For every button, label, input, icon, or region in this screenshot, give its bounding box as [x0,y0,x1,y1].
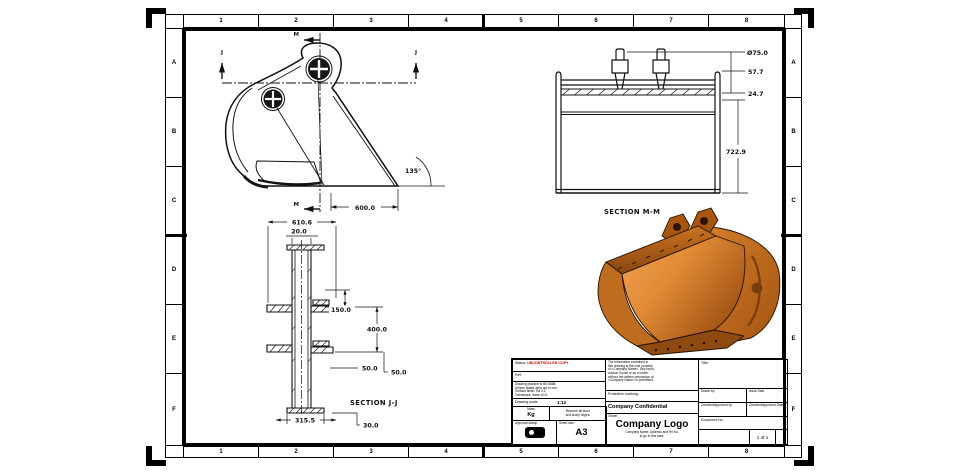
trim-mark-bottom-right [794,446,814,466]
status-value: UNCONTROLLED COPY [527,361,569,365]
sheet-size-cell: Sheet size A3 [556,420,607,445]
dim-400: 400.0 [367,327,388,334]
centring-mark-top [482,14,485,28]
issue-date-cell: Issue Date [746,388,788,403]
section-mm-dims [627,51,748,194]
centring-mark-left [165,234,187,237]
lip-teeth [654,339,718,352]
checked-date-cell: Checked/approved Date [746,402,788,417]
notes-cell: Drawing practice to BS 8888. Unless stat… [512,381,606,399]
blank-cell [698,429,750,445]
dim-150: 150.0 [331,307,352,314]
rev-cell [775,429,788,445]
cad-logo-icon [524,426,545,438]
centring-mark-right [781,234,802,237]
bucket-lip [636,329,745,356]
dim-50a: 50.0 [362,366,378,373]
stamp-cell: Approval stamp [512,420,557,445]
rim-bolts [617,233,705,270]
zone-cell: 8 [708,446,785,458]
zone-cell: F [165,373,183,446]
dim-dia75: Ø75.0 [747,49,769,57]
mount-lug-1 [611,48,629,90]
mass-value: Kg [527,411,535,418]
dim-135: 135° [405,167,421,175]
dim-20: 20.0 [291,229,307,236]
section-mm-label: SECTION M-M [604,208,660,216]
dim-30: 30.0 [363,423,379,430]
section-mm-view: Ø75.0 57.7 24.7 722.9 SECTION M-M [555,48,769,216]
dim-57: 57.7 [748,69,764,76]
title-block: Status: UNCONTROLLED COPY Ref: Drawing p… [511,358,788,446]
checked-by-cell: Checked/approved by [698,402,747,417]
title-cell: Title: [698,359,788,389]
zone-cell: 2 [258,446,334,458]
bucket-3d-render [597,207,781,356]
mount-lug-2 [652,48,670,90]
centring-mark-bottom [482,446,485,458]
section-jj-view: 610.6 20.0 150.0 400.0 50.0 50.0 315.5 3… [266,217,407,430]
section-letter-m-bottom: M [294,202,299,208]
trim-mark-top-right [794,8,814,28]
company-logo-text: Company Logo [615,418,689,430]
dim-600: 600.0 [355,205,376,212]
trim-mark-top-left [146,8,166,28]
pin-boss-lower [261,87,285,111]
hatch-strip [562,89,714,95]
scale-value: 1:12 [557,400,567,405]
copyright-cell: The information contained in this drawin… [605,359,699,391]
drawn-by-cell: Drawn by [698,388,747,403]
dim-610: 610.6 [292,220,313,227]
section-jj-label: SECTION J-J [350,399,398,407]
side-view: J J M M [218,32,445,213]
pin-boss-upper [305,55,333,83]
zone-cell: 2 [258,14,334,28]
dim-24: 24.7 [748,91,764,98]
mass-cell: Mass Kg [512,406,550,421]
bucket-left-wall [597,261,661,347]
zone-cell: 8 [708,14,785,28]
section-letter-j-right: J [414,50,417,56]
dim-50b: 50.0 [391,370,407,377]
section-letter-m-top: M [294,32,299,38]
dim-722: 722.9 [726,149,746,156]
zone-cell: 7 [633,446,709,458]
web-hatch [291,267,312,393]
document-no-cell: Document No. [698,416,788,430]
status-label: Status: [515,361,527,365]
zone-cell: 1 [183,446,259,458]
zone-cell: A [785,28,802,98]
zone-cell: F [785,373,802,446]
sheet-count-cell: 1 of 1 [749,429,776,445]
section-letter-j-left: J [220,50,223,56]
sheet-count: 1 of 1 [756,435,769,440]
zone-cell: 3 [333,14,409,28]
company-logo-cell: Owner: Company Logo Company Name, Addres… [605,413,699,445]
sheet-inner-border [183,28,785,446]
sheet-size-value: A3 [575,426,588,438]
deburr-note-cell: Remove all burrs and sharp edges. [549,406,607,421]
confidential-text: Company Confidential [608,404,668,410]
trim-mark-bottom-left [146,446,166,466]
dim-315: 315.5 [295,418,315,425]
section-jj-dims [267,220,388,426]
